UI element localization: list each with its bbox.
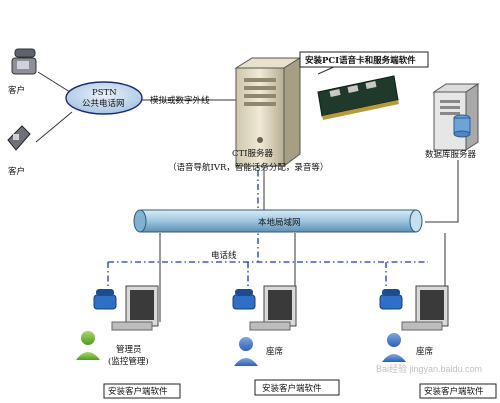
- agent-2-software-box: [419, 383, 497, 399]
- customer-top-link: [37, 71, 71, 93]
- workstation-admin: [76, 285, 159, 360]
- admin-software-label: 安装客户端软件: [108, 386, 168, 397]
- pstn-cloud-icon: [65, 81, 143, 115]
- pstn-label-line1: PSTN: [92, 88, 117, 98]
- admin-software-box: [103, 383, 181, 399]
- customer-bottom-link: [35, 111, 73, 143]
- cti-server-icon: [234, 57, 302, 167]
- admin-role-sublabel: (监控管理): [108, 356, 149, 367]
- agent-2-software-label: 安装客户端软件: [424, 386, 484, 397]
- lan-label: 本地局域网: [258, 217, 301, 228]
- admin-role-label: 管理员: [116, 344, 142, 355]
- link-label: 模拟或数字外线: [150, 95, 210, 106]
- customer-top-label: 客户: [8, 85, 25, 96]
- agent-2-role-label: 座席: [416, 346, 434, 357]
- monitor-icon: [249, 285, 297, 331]
- customer-bottom-phone-icon: [7, 125, 31, 151]
- phone-icon: [93, 289, 117, 310]
- phone-icon: [379, 289, 403, 310]
- admin-avatar-icon: [76, 331, 100, 360]
- pstn-label-line2: 公共电话网: [82, 98, 125, 109]
- agent-avatar-icon: [234, 337, 258, 366]
- cti-server-label: CTI服务器: [232, 148, 274, 159]
- db-lan-cable: [425, 160, 459, 223]
- cti-functions-label: （语音导航IVR，智能话务分配，录音等）: [168, 162, 328, 173]
- agent-1-role-label: 座席: [266, 346, 284, 357]
- customer-bottom-label: 客户: [8, 166, 25, 177]
- lan-pipe-icon: [133, 209, 423, 233]
- phone-icon: [232, 289, 256, 310]
- customer-top-phone-icon: [11, 48, 37, 75]
- database-server-label: 数据库服务器: [425, 149, 477, 160]
- pci-card-icon: [317, 75, 399, 120]
- pci-note-label: 安装PCI语音卡和服务端软件: [305, 55, 416, 66]
- workstation-agent-1: [232, 285, 297, 366]
- pci-note-box: [299, 51, 429, 68]
- phone-line-label: 电话线: [211, 250, 237, 261]
- workstation-agent-2: [379, 285, 449, 362]
- agent-1-software-box: [254, 379, 340, 396]
- watermark: Bai经验 jingyan.baidu.com: [376, 363, 482, 374]
- monitor-icon: [401, 285, 449, 331]
- database-server-icon: [432, 83, 480, 151]
- agent-1-software-label: 安装客户端软件: [262, 383, 322, 394]
- agent-avatar-icon: [382, 333, 406, 362]
- monitor-icon: [111, 285, 159, 331]
